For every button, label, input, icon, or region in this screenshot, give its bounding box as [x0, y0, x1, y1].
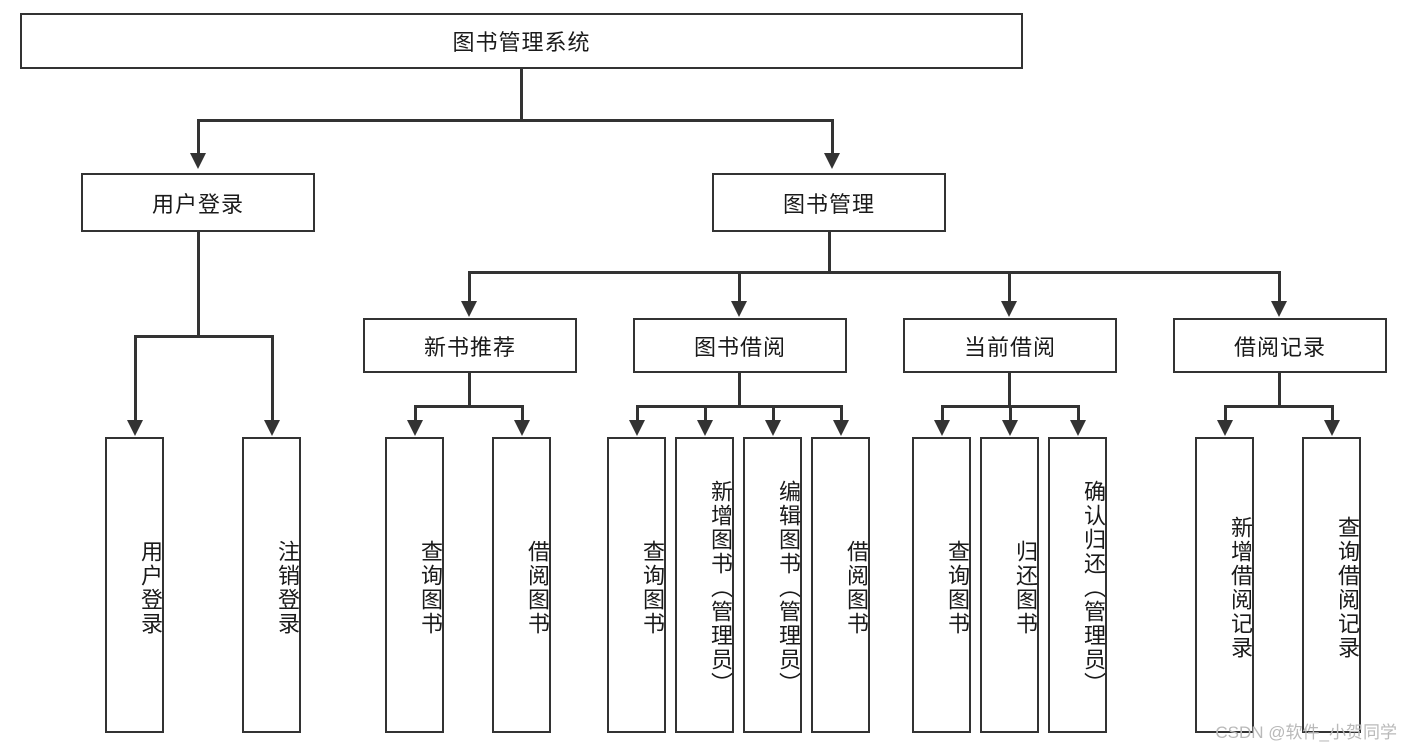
- connector-bm-drop-1: [468, 271, 471, 302]
- connector-bm-drop-3: [1008, 271, 1011, 302]
- connector-nbr-bus: [414, 405, 524, 408]
- node-label: 查询图书: [945, 540, 970, 636]
- arrowhead-cb-leaf-1: [934, 420, 950, 436]
- node-current-borrow[interactable]: 当前借阅: [903, 318, 1117, 373]
- connector-bb-drop-3: [772, 405, 775, 421]
- connector-bb-bus: [636, 405, 842, 408]
- leaf-cb-confirm-return-admin[interactable]: 确认归还（管理员）: [1048, 437, 1107, 733]
- connector-cb-drop-1: [941, 405, 944, 421]
- arrowhead-root-to-user-login: [190, 153, 206, 169]
- node-label: 新增借阅记录: [1228, 516, 1253, 660]
- connector-bb-drop-4: [840, 405, 843, 421]
- arrowhead-bm-to-new-book-recommend: [461, 301, 477, 317]
- arrowhead-bm-to-borrow-record: [1271, 301, 1287, 317]
- arrowhead-nbr-leaf-1: [407, 420, 423, 436]
- connector-cb-drop-3: [1077, 405, 1080, 421]
- connector-bb-drop-1: [636, 405, 639, 421]
- node-label: 用户登录: [138, 540, 163, 636]
- leaf-user-login-login[interactable]: 用户登录: [105, 437, 164, 733]
- node-label: 用户登录: [151, 191, 244, 217]
- node-label: 图书管理: [782, 191, 875, 217]
- connector-user-login-stem: [197, 232, 200, 336]
- leaf-cb-query-book[interactable]: 查询图书: [912, 437, 971, 733]
- connector-bm-drop-4: [1278, 271, 1281, 302]
- leaf-nbr-query-book[interactable]: 查询图书: [385, 437, 444, 733]
- connector-br-bus: [1224, 405, 1334, 408]
- node-label: 借阅图书: [844, 540, 869, 636]
- arrowhead-root-to-book-management: [824, 153, 840, 169]
- connector-book-management-bus: [468, 271, 1280, 274]
- node-label: 编辑图书（管理员）: [776, 480, 801, 696]
- connector-cb-drop-2: [1009, 405, 1012, 421]
- connector-br-stem: [1278, 373, 1281, 407]
- node-book-management[interactable]: 图书管理: [712, 173, 946, 232]
- leaf-bb-query-book[interactable]: 查询图书: [607, 437, 666, 733]
- node-label: 当前借阅: [963, 334, 1056, 360]
- arrowhead-bb-leaf-1: [629, 420, 645, 436]
- connector-bm-drop-2: [738, 271, 741, 302]
- arrowhead-user-login-leaf-1: [127, 420, 143, 436]
- connector-user-login-drop-2: [271, 335, 274, 421]
- connector-nbr-drop-1: [414, 405, 417, 421]
- node-label: 查询图书: [640, 540, 665, 636]
- connector-root-stem: [520, 69, 523, 119]
- leaf-bb-borrow-book[interactable]: 借阅图书: [811, 437, 870, 733]
- node-label: 借阅图书: [525, 540, 550, 636]
- arrowhead-user-login-leaf-2: [264, 420, 280, 436]
- arrowhead-br-leaf-1: [1217, 420, 1233, 436]
- arrowhead-bb-leaf-4: [833, 420, 849, 436]
- connector-bb-stem: [738, 373, 741, 407]
- arrowhead-bb-leaf-2: [697, 420, 713, 436]
- connector-user-login-drop-1: [134, 335, 137, 421]
- connector-bb-drop-2: [704, 405, 707, 421]
- leaf-bb-edit-book-admin[interactable]: 编辑图书（管理员）: [743, 437, 802, 733]
- leaf-br-query-borrow-record[interactable]: 查询借阅记录: [1302, 437, 1361, 733]
- connector-cb-stem: [1008, 373, 1011, 407]
- connector-root-to-book-management: [831, 119, 834, 153]
- leaf-cb-return-book[interactable]: 归还图书: [980, 437, 1039, 733]
- arrowhead-nbr-leaf-2: [514, 420, 530, 436]
- connector-nbr-stem: [468, 373, 471, 407]
- leaf-nbr-borrow-book[interactable]: 借阅图书: [492, 437, 551, 733]
- arrowhead-cb-leaf-3: [1070, 420, 1086, 436]
- connector-user-login-bus: [134, 335, 273, 338]
- node-label: 归还图书: [1013, 540, 1038, 636]
- connector-root-to-user-login: [197, 119, 200, 153]
- node-label: 查询借阅记录: [1335, 516, 1360, 660]
- arrowhead-br-leaf-2: [1324, 420, 1340, 436]
- arrowhead-bm-to-book-borrow: [731, 301, 747, 317]
- node-label: 图书借阅: [693, 334, 786, 360]
- node-label: 注销登录: [275, 540, 300, 636]
- node-label: 确认归还（管理员）: [1081, 480, 1106, 696]
- connector-br-drop-2: [1331, 405, 1334, 421]
- node-new-book-recommend[interactable]: 新书推荐: [363, 318, 577, 373]
- node-label: 借阅记录: [1233, 334, 1326, 360]
- node-label: 新增图书（管理员）: [708, 480, 733, 696]
- leaf-br-add-borrow-record[interactable]: 新增借阅记录: [1195, 437, 1254, 733]
- arrowhead-cb-leaf-2: [1002, 420, 1018, 436]
- connector-br-drop-1: [1224, 405, 1227, 421]
- node-borrow-record[interactable]: 借阅记录: [1173, 318, 1387, 373]
- node-label: 新书推荐: [423, 334, 516, 360]
- arrowhead-bm-to-current-borrow: [1001, 301, 1017, 317]
- node-root-book-management-system[interactable]: 图书管理系统: [20, 13, 1023, 69]
- connector-root-bus: [197, 119, 834, 122]
- leaf-bb-add-book-admin[interactable]: 新增图书（管理员）: [675, 437, 734, 733]
- connector-nbr-drop-2: [521, 405, 524, 421]
- leaf-user-login-logout[interactable]: 注销登录: [242, 437, 301, 733]
- connector-book-management-stem: [828, 232, 831, 273]
- node-book-borrow[interactable]: 图书借阅: [633, 318, 847, 373]
- node-label: 图书管理系统: [452, 30, 591, 55]
- node-label: 查询图书: [418, 540, 443, 636]
- node-user-login[interactable]: 用户登录: [81, 173, 315, 232]
- arrowhead-bb-leaf-3: [765, 420, 781, 436]
